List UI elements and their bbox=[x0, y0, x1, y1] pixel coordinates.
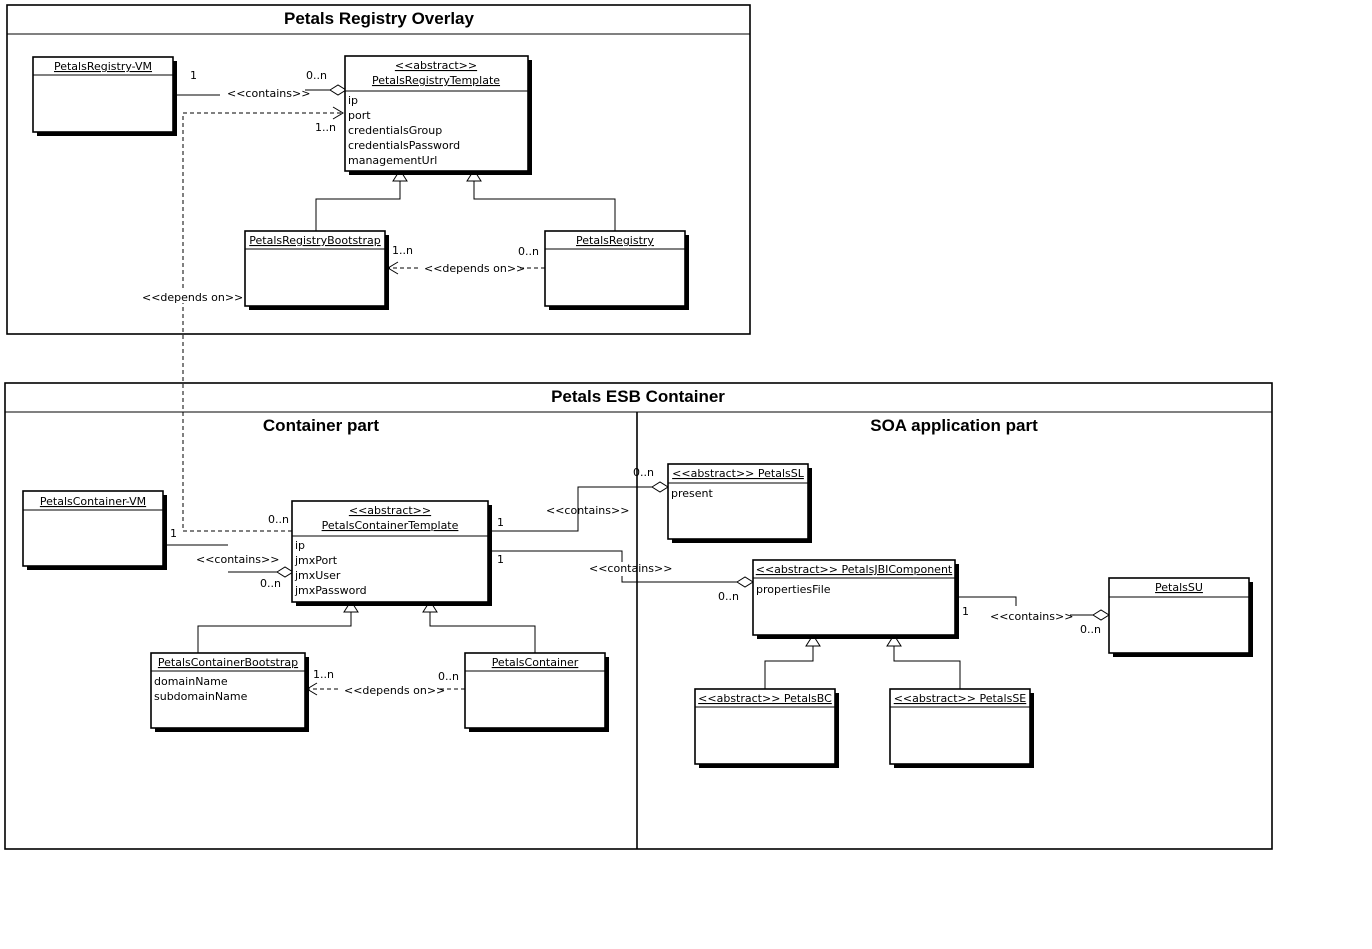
relation-su-contains: 1 <<contains>> 0..n bbox=[957, 596, 1110, 636]
relation-label: <<contains>> bbox=[227, 87, 310, 100]
relation-registry-contains: 1 <<contains>> 0..n bbox=[175, 69, 347, 100]
class-name: PetalsRegistryTemplate bbox=[372, 74, 500, 87]
target-multiplicity: 1..n bbox=[315, 121, 336, 134]
class-name: <<abstract>> PetalsBC bbox=[698, 692, 832, 705]
class-petals-bc[interactable]: <<abstract>> PetalsBC bbox=[694, 688, 839, 768]
class-attribute: ip bbox=[295, 539, 305, 552]
relation-container-generalization bbox=[197, 600, 536, 653]
class-name: <<abstract>> PetalsSL bbox=[672, 467, 805, 480]
class-stereotype: <<abstract>> bbox=[395, 59, 477, 72]
class-attribute: jmxPassword bbox=[294, 584, 367, 597]
class-petals-container[interactable]: PetalsContainer bbox=[464, 652, 609, 732]
class-petals-registry[interactable]: PetalsRegistry bbox=[544, 230, 689, 310]
class-name: <<abstract>> PetalsJBIComponent bbox=[756, 563, 953, 576]
class-petals-container-bootstrap[interactable]: PetalsContainerBootstrap domainName subd… bbox=[150, 652, 309, 732]
class-petals-registry-template[interactable]: <<abstract>> PetalsRegistryTemplate ip p… bbox=[344, 55, 532, 175]
target-multiplicity: 1..n bbox=[313, 668, 334, 681]
class-name: PetalsContainerTemplate bbox=[322, 519, 459, 532]
class-name: PetalsContainerBootstrap bbox=[158, 656, 298, 669]
class-stereotype: <<abstract>> bbox=[349, 504, 431, 517]
class-name: PetalsContainer bbox=[492, 656, 579, 669]
source-multiplicity: 1 bbox=[962, 605, 969, 618]
relation-cross-depends: <<depends on>> 1..n 0..n bbox=[142, 106, 344, 532]
class-name: PetalsSU bbox=[1155, 581, 1203, 594]
class-name: <<abstract>> PetalsSE bbox=[894, 692, 1027, 705]
class-attribute: present bbox=[671, 487, 714, 500]
package-frame bbox=[4, 382, 1273, 850]
relation-label: <<depends on>> bbox=[142, 291, 243, 304]
class-attribute: subdomainName bbox=[154, 690, 248, 703]
class-attribute: jmxUser bbox=[294, 569, 341, 582]
target-multiplicity: 0..n bbox=[633, 466, 654, 479]
relation-container-contains: 1 <<contains>> 0..n bbox=[165, 527, 294, 590]
class-attribute: propertiesFile bbox=[756, 583, 831, 596]
source-multiplicity: 1 bbox=[170, 527, 177, 540]
package-title: Petals ESB Container bbox=[551, 387, 725, 406]
source-multiplicity: 1 bbox=[497, 553, 504, 566]
source-multiplicity: 0..n bbox=[268, 513, 289, 526]
partition-title-soa: SOA application part bbox=[870, 416, 1038, 435]
class-name: PetalsContainer-VM bbox=[40, 495, 146, 508]
source-multiplicity: 1 bbox=[190, 69, 197, 82]
class-petals-se[interactable]: <<abstract>> PetalsSE bbox=[889, 688, 1034, 768]
package-title: Petals Registry Overlay bbox=[284, 9, 474, 28]
relation-label: <<contains>> bbox=[196, 553, 279, 566]
class-attribute: credentialsGroup bbox=[348, 124, 442, 137]
relation-label: <<contains>> bbox=[546, 504, 629, 517]
class-attribute: managementUrl bbox=[348, 154, 437, 167]
class-petals-registry-vm[interactable]: PetalsRegistry-VM bbox=[32, 56, 177, 136]
class-petals-sl[interactable]: <<abstract>> PetalsSL present bbox=[667, 463, 812, 543]
relation-jbi-generalization bbox=[764, 634, 961, 689]
class-attribute: port bbox=[348, 109, 371, 122]
relation-label: <<depends on>> bbox=[424, 262, 525, 275]
class-name: PetalsRegistry-VM bbox=[54, 60, 152, 73]
relation-registry-generalization bbox=[315, 169, 616, 231]
target-multiplicity: 1..n bbox=[392, 244, 413, 257]
source-multiplicity: 0..n bbox=[518, 245, 539, 258]
partition-title-container: Container part bbox=[263, 416, 380, 435]
target-multiplicity: 0..n bbox=[1080, 623, 1101, 636]
relation-sl-contains: 1 <<contains>> 0..n bbox=[490, 466, 669, 532]
relation-container-depends: 1..n <<depends on>> 0..n bbox=[306, 668, 465, 697]
relation-label: <<contains>> bbox=[589, 562, 672, 575]
class-attribute: domainName bbox=[154, 675, 228, 688]
target-multiplicity: 0..n bbox=[306, 69, 327, 82]
class-petals-su[interactable]: PetalsSU bbox=[1108, 577, 1253, 657]
class-petals-registry-bootstrap[interactable]: PetalsRegistryBootstrap bbox=[244, 230, 389, 310]
class-petals-container-template[interactable]: <<abstract>> PetalsContainerTemplate ip … bbox=[291, 500, 492, 606]
class-name: PetalsRegistry bbox=[576, 234, 654, 247]
relation-label: <<depends on>> bbox=[344, 684, 445, 697]
class-petals-container-vm[interactable]: PetalsContainer-VM bbox=[22, 490, 167, 570]
class-petals-jbi-component[interactable]: <<abstract>> PetalsJBIComponent properti… bbox=[752, 559, 959, 639]
relation-label: <<contains>> bbox=[990, 610, 1073, 623]
source-multiplicity: 0..n bbox=[438, 670, 459, 683]
target-multiplicity: 0..n bbox=[260, 577, 281, 590]
class-attribute: jmxPort bbox=[294, 554, 338, 567]
target-multiplicity: 0..n bbox=[718, 590, 739, 603]
class-name: PetalsRegistryBootstrap bbox=[249, 234, 381, 247]
class-attribute: ip bbox=[348, 94, 358, 107]
class-attribute: credentialsPassword bbox=[348, 139, 460, 152]
package-esb-container: Petals ESB Container Container part SOA … bbox=[4, 382, 1273, 850]
source-multiplicity: 1 bbox=[497, 516, 504, 529]
